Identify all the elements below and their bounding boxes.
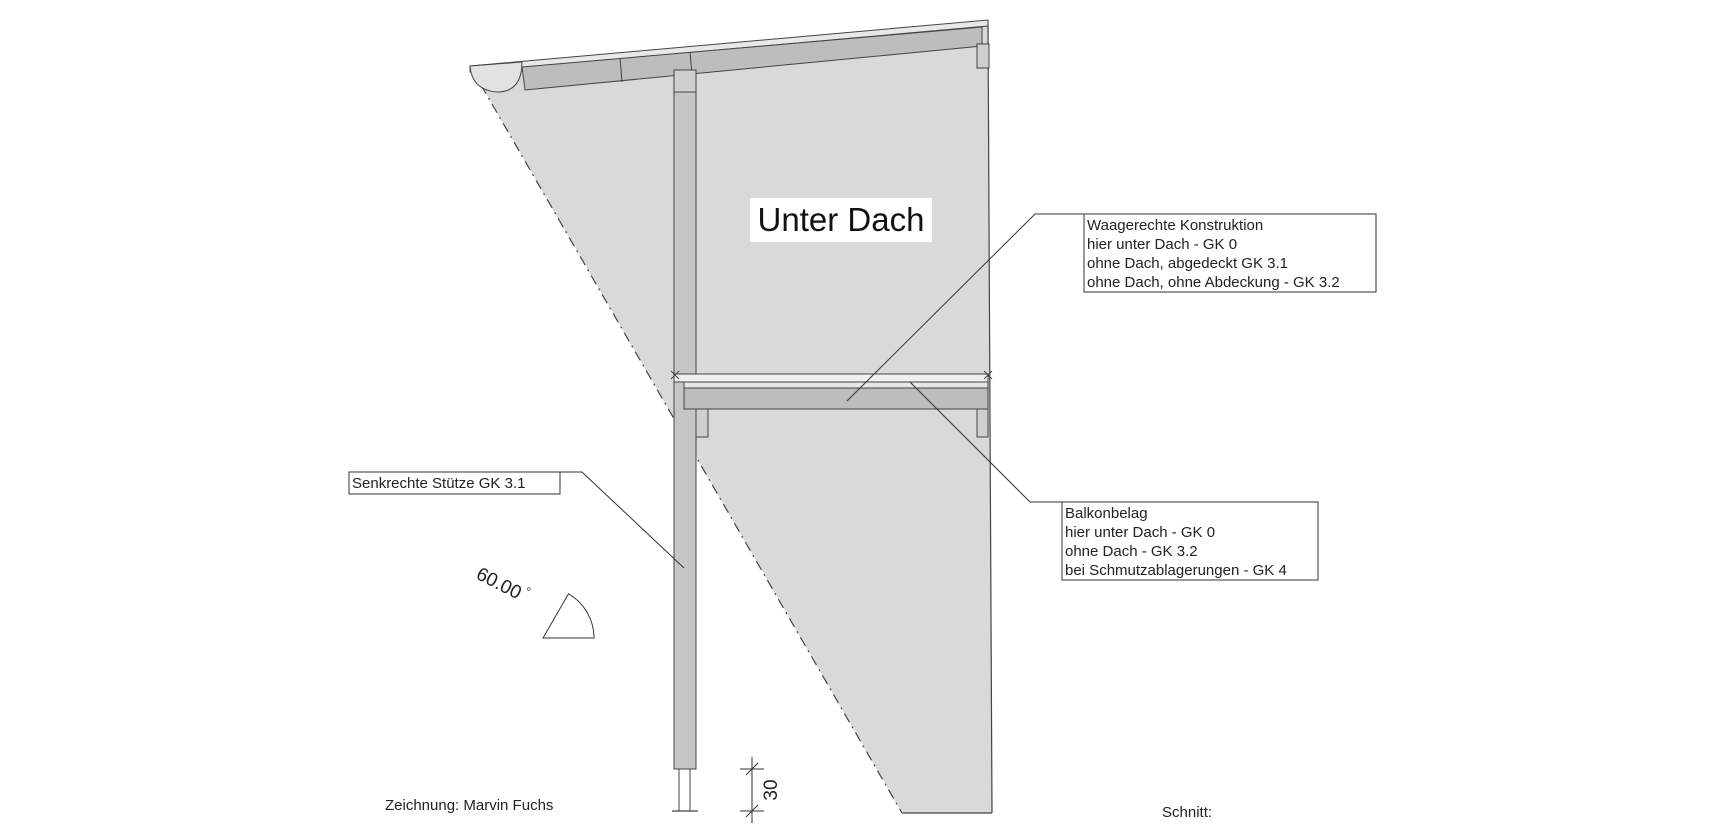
beam-bracket-right — [976, 408, 989, 438]
wall-line — [987, 21, 993, 814]
deck-board — [673, 373, 989, 383]
section-label: Schnitt: — [1162, 804, 1212, 821]
dimension-slash — [745, 762, 759, 776]
gutter-icon — [469, 61, 523, 93]
callout-deck-line: bei Schmutzablagerungen - GK 4 — [1065, 562, 1287, 579]
callout-deck-line: Balkonbelag — [1065, 505, 1148, 522]
author-label: Zeichnung: Marvin Fuchs — [385, 797, 553, 814]
dimension-slash — [745, 804, 759, 818]
zone-label: Unter Dach — [758, 201, 925, 238]
cross-mark-left — [670, 370, 680, 380]
zone-label-bg — [750, 198, 932, 242]
post-base-plate — [678, 768, 691, 812]
angle-label: 60.00° — [473, 561, 533, 608]
leader-post — [560, 471, 685, 569]
leader-deck — [909, 381, 1062, 503]
callout-deck-line: ohne Dach - GK 3.2 — [1065, 543, 1198, 560]
callout-deck-box — [1061, 501, 1319, 581]
horizontal-beam — [683, 387, 989, 410]
callout-horizontal-line: ohne Dach, ohne Abdeckung - GK 3.2 — [1087, 274, 1340, 291]
callout-post-box — [348, 471, 561, 495]
roof-top-layer — [469, 19, 989, 73]
leader-horizontal-construction — [846, 213, 1084, 402]
angle-arc-icon — [542, 593, 595, 639]
roof-panel-joint — [619, 57, 623, 83]
callout-deck-line: hier unter Dach - GK 0 — [1065, 524, 1215, 541]
post-head — [673, 69, 697, 93]
callout-horizontal-line: ohne Dach, abgedeckt GK 3.1 — [1087, 255, 1288, 272]
deck-sublayer — [683, 381, 989, 389]
post — [673, 91, 697, 770]
callout-post-label: Senkrechte Stütze GK 3.1 — [352, 475, 525, 492]
dimension-label: 30 — [761, 779, 782, 800]
cross-mark-right — [983, 370, 993, 380]
callout-horizontal-box — [1083, 213, 1377, 293]
beam-bracket-left — [695, 408, 709, 438]
roof-end-cap — [976, 43, 990, 69]
callout-horizontal-line: hier unter Dach - GK 0 — [1087, 236, 1237, 253]
callout-horizontal-line: Waagerechte Konstruktion — [1087, 217, 1263, 234]
rain-angle-line — [469, 65, 903, 814]
covered-zone — [470, 22, 992, 813]
